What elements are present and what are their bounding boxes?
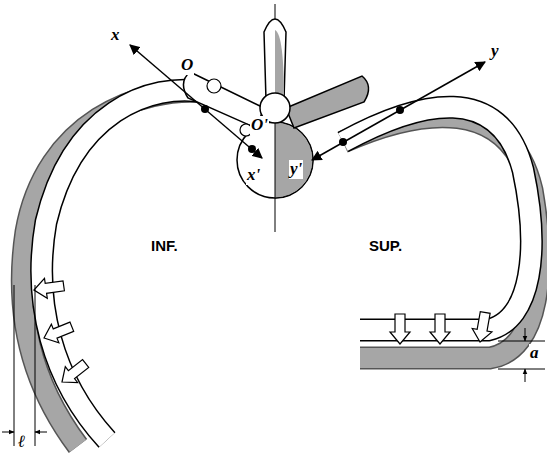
axis-x: [130, 45, 262, 158]
dimension-a: [498, 328, 545, 382]
axis-point: [248, 145, 256, 153]
axis-point: [339, 138, 347, 146]
spinous-shade: [275, 30, 284, 100]
rib: [343, 107, 531, 330]
vertebral-body: [237, 122, 313, 198]
movement-arrows: [33, 276, 92, 390]
rib-outline: [42, 90, 205, 440]
dimension-l: [2, 285, 47, 446]
dimension-label: ℓ: [17, 433, 26, 452]
axis-label: x': [246, 166, 261, 185]
point-label: O: [180, 56, 194, 75]
axis-point: [201, 105, 209, 113]
costal-facet: [207, 79, 221, 93]
spinous-process: [264, 19, 286, 100]
axis-label: y: [490, 42, 500, 61]
movement-arrows: [390, 311, 495, 344]
axis-y: [312, 62, 485, 160]
dimension-label: a: [529, 344, 540, 363]
transverse-process: [286, 76, 369, 128]
point-label: O': [250, 116, 269, 135]
axis-label: y': [289, 160, 303, 179]
vertebral-body-shade: [275, 122, 313, 198]
region-label: SUP.: [368, 238, 403, 255]
axis-point: [396, 106, 404, 114]
axis-label: x: [110, 26, 121, 45]
region-label: INF.: [150, 238, 179, 255]
rib-outline: [343, 107, 531, 330]
rib: [42, 90, 205, 440]
